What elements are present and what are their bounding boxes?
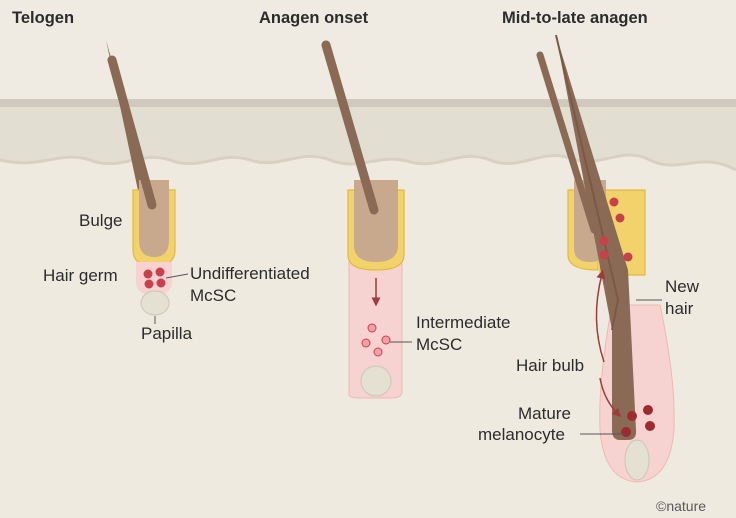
panel-title-mid-late-anagen: Mid-to-late anagen	[502, 9, 648, 27]
label-papilla: Papilla	[141, 324, 193, 343]
melanocyte-cell	[643, 405, 653, 415]
label-bulge: Bulge	[79, 211, 123, 230]
label-melanocyte: melanocyte	[478, 425, 565, 444]
label-hair-bulb: Hair bulb	[516, 356, 585, 375]
label-new: New	[665, 277, 700, 296]
panel-title-anagen-onset: Anagen onset	[259, 9, 369, 27]
late-new-hair-edge	[555, 34, 620, 331]
intermediate-cell	[361, 338, 371, 348]
label-hair-germ: Hair germ	[43, 266, 118, 285]
nature-credit: ©nature	[656, 498, 707, 514]
late-new-hair-shaft	[556, 35, 637, 440]
late-bulge-cells	[599, 197, 633, 262]
late-old-hair-shaft	[536, 51, 598, 234]
late-upward-arrow	[595, 269, 606, 363]
late-downward-arrow	[599, 377, 622, 418]
epidermis-layer	[0, 107, 736, 170]
onset-club-hair	[354, 180, 398, 262]
telogen-papilla	[140, 290, 170, 316]
skin-surface-line	[0, 99, 736, 107]
dermal-junction	[0, 153, 736, 172]
label-undiff-mcsc: McSC	[190, 286, 237, 305]
mcsc-cell	[599, 250, 609, 260]
anagen-onset-follicle	[321, 40, 412, 399]
panel-title-telogen: Telogen	[12, 9, 75, 27]
undiff-leader-line	[165, 273, 189, 279]
label-intermediate-mcsc: McSC	[416, 335, 463, 354]
mcsc-cell	[144, 279, 154, 289]
onset-hair-shaft	[321, 40, 379, 215]
intermediate-cell	[381, 335, 391, 345]
mcsc-cell	[623, 252, 633, 262]
label-intermediate: Intermediate	[416, 313, 511, 332]
melanocyte-cell	[621, 427, 631, 437]
telogen-shaft-line	[107, 55, 157, 210]
mcsc-cell	[143, 269, 153, 279]
telogen-hair-germ	[136, 262, 172, 295]
telogen-mcsc-cells	[143, 267, 166, 289]
mid-late-anagen-follicle	[536, 34, 675, 483]
late-papilla	[624, 439, 650, 481]
label-new-hair: hair	[665, 299, 694, 318]
mcsc-cell	[615, 213, 625, 223]
melanocyte-cell	[627, 411, 637, 421]
onset-intermediate-cells	[361, 323, 391, 357]
melanocyte-cell	[645, 421, 655, 431]
telogen-follicle	[106, 40, 189, 324]
mcsc-cell	[155, 267, 165, 277]
intermediate-cell	[367, 323, 377, 333]
intermediate-cell	[373, 347, 383, 357]
label-mature: Mature	[518, 404, 571, 423]
late-mature-melanocytes	[621, 405, 655, 437]
label-undifferentiated: Undifferentiated	[190, 264, 310, 283]
mcsc-cell	[609, 197, 619, 207]
mcsc-cell	[599, 236, 609, 246]
onset-papilla	[360, 365, 392, 397]
mcsc-cell	[156, 278, 166, 288]
telogen-club-hair	[139, 180, 169, 257]
